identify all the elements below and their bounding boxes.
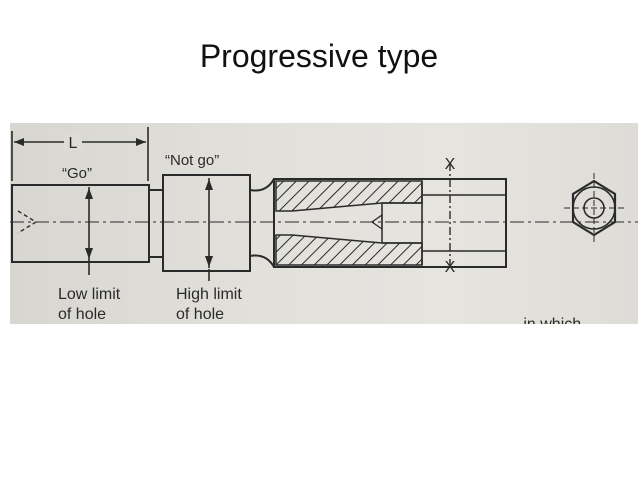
section-hatch-lower (275, 234, 423, 266)
hexagon-end-view (571, 179, 617, 237)
bore-cone (370, 213, 383, 231)
slide-title: Progressive type (199, 38, 439, 74)
section-mark-top: X (445, 156, 456, 173)
high-limit-label-line1: High limit (176, 286, 242, 303)
partial-caption-text: ...in which (510, 316, 581, 324)
section-mark-bottom: X (445, 259, 456, 276)
neck (148, 189, 164, 258)
not-go-label: “Not go” (165, 152, 219, 169)
dimension-arrow-right (136, 138, 146, 146)
dimension-label: L (69, 135, 78, 152)
not-go-arrow-top (205, 179, 213, 190)
plug-gauge-drawing: L “Go” “Not go” X (10, 127, 638, 324)
not-go-arrow-bottom (205, 256, 213, 267)
not-go-plug (162, 174, 251, 272)
section-hatch-upper (275, 180, 423, 212)
go-arrow-bottom (85, 248, 93, 259)
go-label: “Go” (62, 165, 92, 182)
handle-neck (249, 178, 275, 268)
plug-gauge-diagram: L “Go” “Not go” X (10, 123, 638, 324)
low-limit-label-line1: Low limit (58, 286, 121, 303)
high-limit-label-line2: of hole (176, 306, 224, 323)
go-arrow-top (85, 188, 93, 199)
handle-body (273, 178, 507, 268)
go-center-mark (17, 210, 38, 234)
dimension-arrow-left (14, 138, 24, 146)
low-limit-label-line2: of hole (58, 306, 106, 323)
